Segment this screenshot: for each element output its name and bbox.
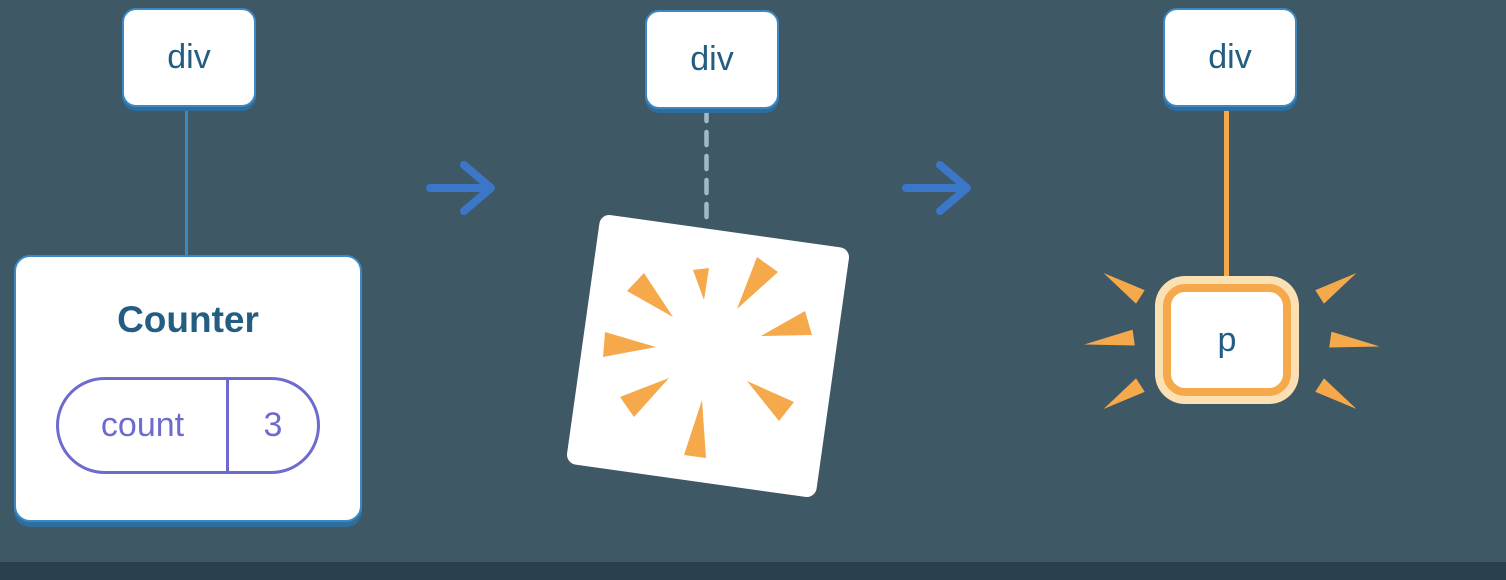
dom-node-label: div	[690, 40, 734, 78]
bottom-edge-band	[0, 562, 1506, 580]
state-key: count	[100, 406, 185, 444]
tree-edge-new	[1224, 100, 1229, 290]
poof-burst-icon	[603, 257, 812, 458]
dom-node-div: div	[1163, 8, 1297, 107]
dom-node-label: div	[1208, 38, 1252, 76]
component-title: Counter	[117, 299, 259, 340]
element-node-p-highlight: p	[1155, 276, 1299, 404]
sparkle-icon	[1103, 273, 1145, 304]
dom-node-label: div	[167, 38, 211, 76]
sparkle-icon	[1315, 378, 1357, 409]
arrow-right-icon	[426, 161, 495, 215]
arrow-right-icon	[902, 161, 971, 215]
dom-node-div: div	[122, 8, 256, 107]
state-value: 3	[226, 380, 317, 471]
sparkle-icon	[1103, 378, 1145, 409]
sparkle-icon	[1084, 329, 1135, 346]
component-node-counter: Counter count 3	[14, 255, 362, 522]
dom-node-div: div	[645, 10, 779, 109]
sparkle-icon	[1329, 331, 1380, 348]
sparkle-icon	[1315, 273, 1357, 304]
element-node-label: p	[1217, 320, 1237, 359]
state-pill: count 3	[56, 377, 320, 474]
element-node-p: p	[1163, 284, 1291, 396]
tree-edge-dashed	[704, 106, 709, 228]
tree-edge-solid	[185, 100, 188, 258]
